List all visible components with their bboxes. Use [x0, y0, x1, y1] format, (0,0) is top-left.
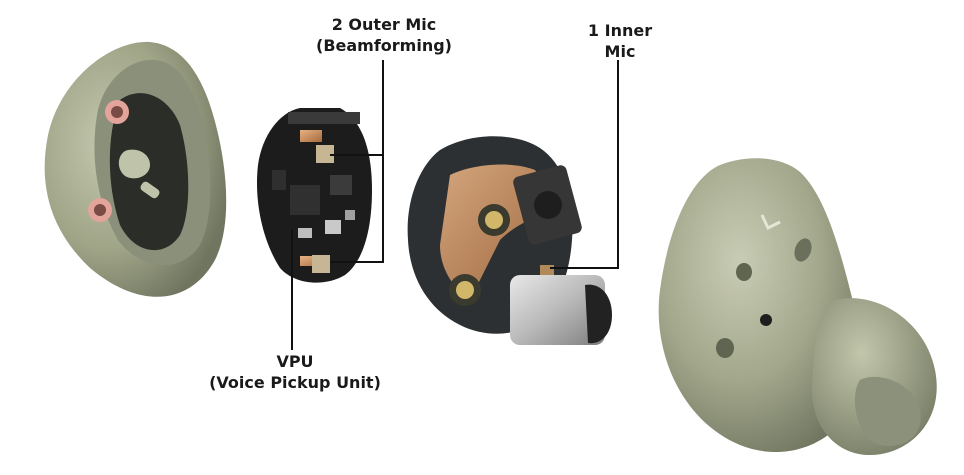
- circuit-board: [256, 108, 372, 283]
- earbud-with-eartip: [658, 158, 937, 455]
- back-shell: [44, 41, 227, 297]
- outer-mic-label: 2 Outer Mic (Beamforming): [304, 14, 464, 56]
- inner-mic-label: 1 Inner Mic: [565, 20, 675, 62]
- leader-lines: [291, 60, 619, 350]
- vpu-label-line1: VPU: [276, 352, 314, 371]
- inner-mic-label-line1: 1 Inner: [587, 21, 653, 40]
- vpu-label: VPU (Voice Pickup Unit): [200, 351, 390, 393]
- inner-mic-label-line2: Mic: [604, 42, 636, 61]
- driver-assembly: [407, 136, 612, 345]
- outer-mic-label-line2: (Beamforming): [316, 36, 452, 55]
- vpu-label-line2: (Voice Pickup Unit): [209, 373, 381, 392]
- leader-outer-mic: [330, 60, 384, 263]
- outer-mic-label-line1: 2 Outer Mic: [331, 15, 437, 34]
- leader-inner-mic: [550, 60, 619, 269]
